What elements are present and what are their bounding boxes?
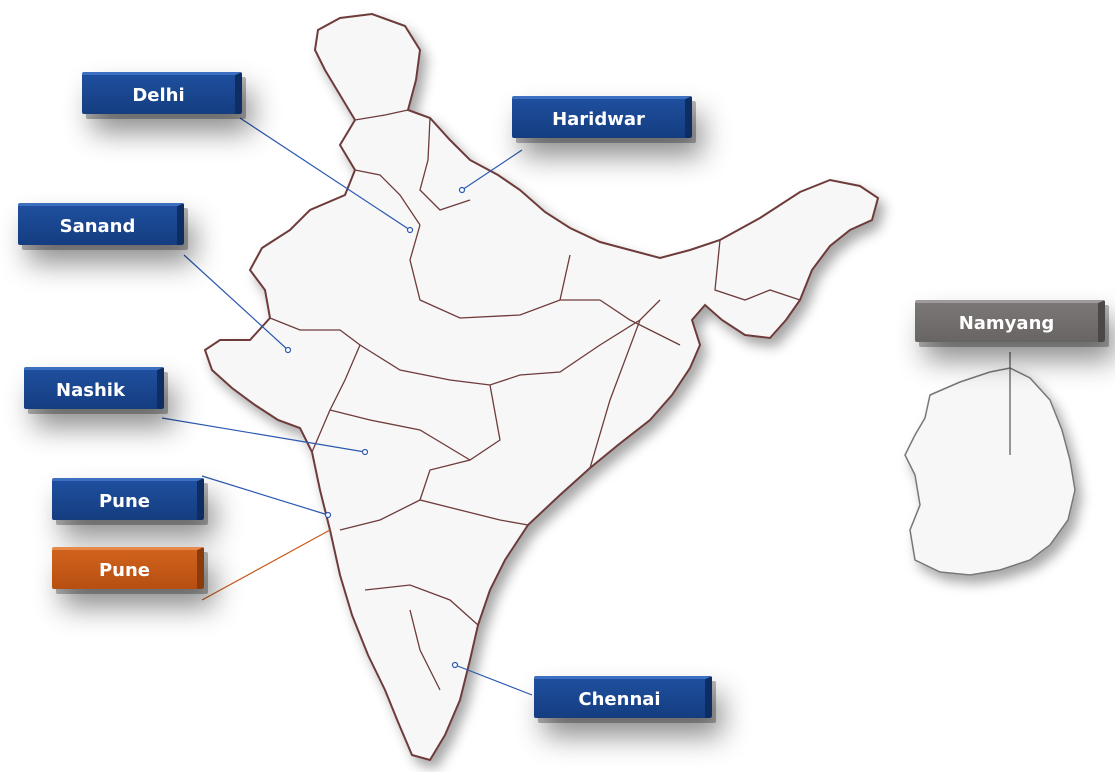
label-haridwar[interactable]: Haridwar (512, 96, 692, 138)
leader-line-delhi (239, 117, 411, 231)
marker-chennai (451, 661, 459, 669)
label-nashik[interactable]: Nashik (24, 367, 164, 409)
leader-line-nashik (161, 417, 366, 453)
marker-delhi (406, 226, 414, 234)
state-borders (269, 109, 801, 691)
label-namyang[interactable]: Namyang (915, 300, 1105, 342)
leader-lines (161, 117, 1011, 696)
label-pune[interactable]: Pune (52, 478, 204, 520)
location-markers (284, 186, 466, 669)
leader-line-sanand (183, 254, 289, 351)
label-pune-secondary[interactable]: Pune (52, 547, 204, 589)
label-delhi[interactable]: Delhi (82, 72, 242, 114)
leader-line-pune2 (201, 529, 331, 601)
south-korea-map (904, 367, 1076, 576)
marker-pune (324, 511, 332, 519)
label-sanand[interactable]: Sanand (18, 203, 184, 245)
leader-line-haridwar (461, 149, 523, 191)
marker-haridwar (458, 186, 466, 194)
marker-sanand (284, 346, 292, 354)
label-chennai[interactable]: Chennai (534, 676, 712, 718)
marker-nashik (361, 448, 369, 456)
leader-line-pune1 (201, 475, 329, 516)
leader-line-chennai (454, 664, 533, 696)
